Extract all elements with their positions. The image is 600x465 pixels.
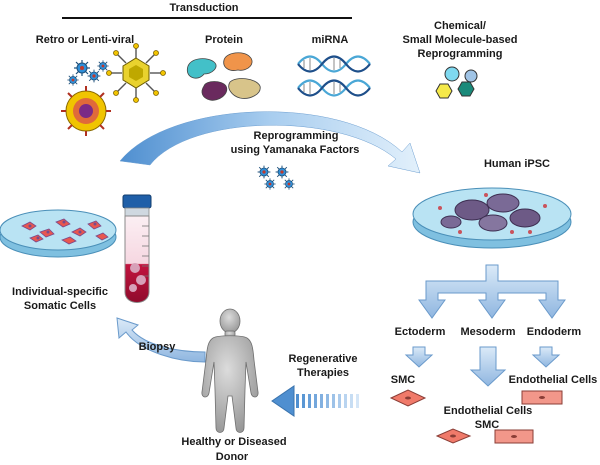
- regenerative-therapy-arrow: [271, 385, 359, 417]
- chemical-label-line3: Reprogramming: [418, 48, 503, 60]
- endothelial-cell-mesoderm-icon: [494, 429, 534, 444]
- reprogramming-arc-arrow: [119, 111, 421, 174]
- ipsc-label: Human iPSC: [484, 158, 550, 170]
- reprogramming-label-line2: using Yamanaka Factors: [231, 144, 360, 156]
- chemical-label-line2: Small Molecule-based: [403, 34, 518, 46]
- endothelial-mesoderm-label: Endothelial Cells: [444, 405, 533, 417]
- endothelial-cell-endoderm-icon: [521, 390, 563, 405]
- therapy-label-line2: Therapies: [297, 367, 349, 379]
- endoderm-label: Endoderm: [527, 326, 582, 338]
- somatic-label-line2: Somatic Cells: [24, 300, 96, 312]
- yamanaka-factors-icon: [257, 165, 296, 191]
- ectoderm-label: Ectoderm: [395, 326, 446, 338]
- smc-mesoderm-label: SMC: [475, 419, 500, 431]
- reprogramming-label-line1: Reprogramming: [254, 130, 339, 142]
- somatic-dish-icon: [0, 209, 117, 258]
- viral-particles-icon: [61, 43, 166, 136]
- mirna-label: miRNA: [312, 34, 349, 46]
- biopsy-label: Biopsy: [139, 341, 177, 353]
- mirna-helix-icon: [297, 55, 371, 97]
- donor-label-line2: Donor: [216, 451, 249, 463]
- ipsc-dish-icon: [412, 187, 572, 249]
- chemical-label-line1: Chemical/: [434, 20, 486, 32]
- smc-cell-mesoderm-icon: [435, 428, 472, 444]
- transduction-label: Transduction: [169, 2, 238, 14]
- germ-layer-down-arrows: [404, 346, 561, 387]
- smc-cell-ectoderm-icon: [389, 389, 427, 407]
- protein-label: Protein: [205, 34, 243, 46]
- differentiation-branch-arrows: [418, 264, 566, 319]
- protein-blobs-icon: [186, 52, 261, 101]
- small-molecules-icon: [435, 66, 478, 99]
- biopsy-tube-icon: [122, 194, 152, 303]
- biopsy-curved-arrow: [116, 317, 206, 363]
- smc-ectoderm-label: SMC: [391, 374, 416, 386]
- endothelial-endoderm-label: Endothelial Cells: [509, 374, 598, 386]
- donor-label-line1: Healthy or Diseased: [181, 436, 286, 448]
- mesoderm-label: Mesoderm: [460, 326, 515, 338]
- somatic-label-line1: Individual-specific: [12, 286, 108, 298]
- viral-label: Retro or Lenti-viral: [36, 34, 134, 46]
- therapy-label-line1: Regenerative: [288, 353, 357, 365]
- human-donor-icon: [201, 308, 259, 433]
